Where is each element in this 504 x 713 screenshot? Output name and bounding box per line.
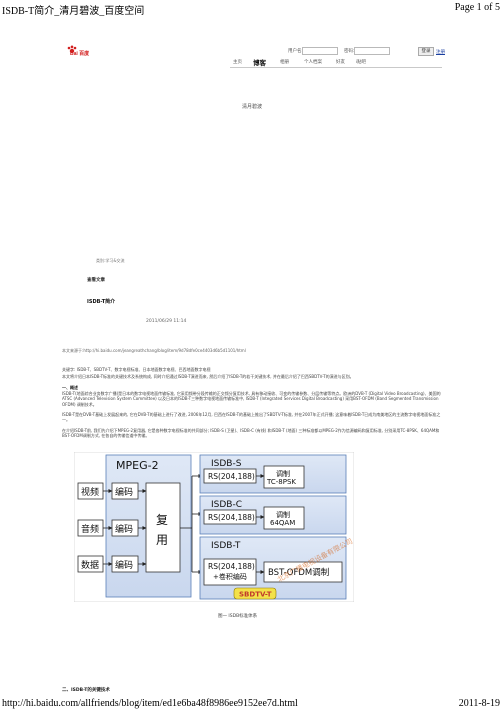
isdb-t-rs-label-1: RS(204,188) (208, 562, 255, 571)
print-page-number: Page 1 of 5 (454, 2, 500, 13)
video-encoder-label: 编码 (115, 486, 133, 498)
article-intro: 本文将介绍日本ISDB-T标准的关键技术及系统构成, 同时介绍通过ISDB-T演… (62, 374, 354, 379)
mpeg2-paragraph: 在介绍ISDB-T前, 我们先介绍下MPEG-2复用器, 它是各种数字电视标准的… (62, 428, 440, 439)
sbdtv-badge (233, 587, 277, 600)
nav-home[interactable]: 主页 (233, 59, 242, 64)
article-title: ISDB-T简介 (87, 299, 116, 305)
overview-heading: 一、概述 (62, 385, 78, 390)
mux-label-2: 用 (156, 533, 168, 547)
isdb-c-mod-label-1: 调制 (276, 510, 290, 519)
isdb-system-diagram: MPEG-2 视频 音频 数据 编码 编码 编码 复 用 ISDB-S RS(2… (74, 452, 354, 602)
isdb-t-rs-label-2: +卷积编码 (213, 572, 247, 581)
username-label: 用户名: (288, 48, 303, 53)
isdb-c-mod-label-2: 64QAM (270, 519, 295, 527)
password-label: 密码: (344, 48, 355, 53)
isdb-t-mod-label: BST-OFDM调制 (268, 567, 329, 578)
nav-tieba[interactable]: i贴吧 (356, 59, 366, 64)
audio-encoder-label: 编码 (115, 523, 133, 535)
overview-paragraph: ISDB-T(地面综合业务数字广播)是日本的数字电视地面传输标准, 它采用频带分… (62, 391, 441, 407)
data-label: 数据 (81, 559, 99, 571)
audio-label: 音频 (81, 523, 99, 535)
mux-box (145, 482, 181, 573)
mux-label-1: 复 (156, 513, 168, 527)
nav-profile[interactable]: 个人档案 (304, 59, 322, 64)
isdb-c-label: ISDB-C (211, 500, 242, 510)
isdb-s-mod-label-1: 调制 (276, 469, 290, 478)
username-input[interactable] (302, 47, 338, 55)
print-date: 2011-8-19 (458, 698, 500, 709)
article-keywords: 关键字: ISDB-T、SBDTV-T、数字电视标准、日本地面数字电视、巴西地面… (62, 367, 211, 372)
article-date: 2011/06/29 11:14 (146, 319, 187, 324)
isdb-t-label: ISDB-T (211, 541, 241, 551)
isdb-t-rs-box (203, 558, 257, 586)
nav-friends[interactable]: 好友 (336, 59, 345, 64)
isdb-s-rs-label: RS(204,188) (208, 472, 255, 481)
login-button[interactable]: 登录 (418, 47, 434, 56)
video-label: 视频 (81, 486, 99, 498)
figure-caption: 图一 ISDB标准体系 (218, 614, 258, 619)
source-link[interactable]: 本文来源于:http://hi.baidu.com/jeangreathchan… (62, 348, 246, 353)
section-heading-key-tech: 二、ISDB-T的关键技术 (62, 688, 110, 693)
isdb-s-mod-label-2: TC-8PSK (266, 478, 296, 486)
baidu-logo[interactable] (66, 45, 90, 59)
history-paragraph: ISDB-T是在DVB-T基础上发展起来的, 它在DVB-T的基础上进行了改进,… (62, 412, 441, 423)
space-title: 清月碧波 (241, 104, 262, 110)
print-page-url: http://hi.baidu.com/allfriends/blog/item… (2, 698, 298, 709)
section-label: 查看文章 (87, 278, 105, 283)
baidu-logo-text: Bai 百度 (70, 51, 90, 57)
password-input[interactable] (354, 47, 390, 55)
nav-blog[interactable]: 博客 (253, 60, 266, 67)
nav-album[interactable]: 相册 (280, 59, 289, 64)
print-page-title: ISDB-T简介_清月碧波_百度空间 (2, 6, 145, 17)
isdb-s-label: ISDB-S (211, 459, 242, 469)
nav-divider (230, 67, 442, 68)
data-encoder-label: 编码 (115, 559, 133, 571)
register-link[interactable]: 注册 (436, 50, 445, 55)
article-category[interactable]: 类别:学习&交流 (96, 258, 125, 263)
isdb-c-rs-label: RS(204,188) (208, 513, 255, 522)
sbdtv-badge-label: SBDTV-T (239, 591, 272, 599)
mpeg2-label: MPEG-2 (116, 459, 159, 472)
